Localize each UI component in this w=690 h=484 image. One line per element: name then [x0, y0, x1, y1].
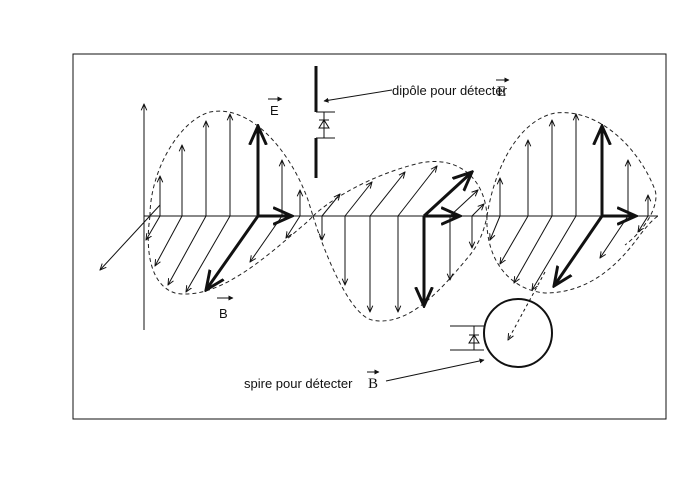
b-envelope-2 [312, 161, 488, 217]
b-vector-bold [422, 172, 472, 218]
b-vector [514, 215, 553, 283]
axes [100, 104, 658, 330]
loop-detector: spire pour détecter B [244, 271, 553, 392]
b-vector [369, 172, 405, 217]
dipole-symbol: E [497, 84, 506, 100]
b-vector [321, 194, 340, 217]
b-vector [286, 215, 301, 238]
loop-symbol: B [368, 376, 378, 392]
b-vector [490, 215, 501, 240]
loop-coil [483, 298, 553, 368]
e-field-vectors [160, 114, 648, 312]
b-vector [600, 215, 629, 258]
dipole-pointer [323, 89, 393, 103]
loop-pointer [385, 358, 485, 382]
e-envelope-1 [149, 110, 314, 217]
dipole-label: dipôle pour détecter [392, 83, 508, 98]
b-vector-bold [206, 215, 260, 290]
b-vector [532, 215, 577, 290]
b-field-vectors [146, 166, 649, 292]
e-field-label: E [268, 96, 283, 118]
b-vector [344, 182, 372, 217]
dipole-detector: dipôle pour détecter E [314, 66, 510, 178]
e-envelope-3 [486, 112, 657, 246]
depth-axis [100, 204, 161, 270]
b-vector [146, 215, 161, 240]
b-vector [155, 215, 183, 266]
e-field-letter: E [270, 103, 279, 118]
b-vector [397, 166, 437, 217]
b-field-label: B [217, 295, 234, 321]
b-vector [168, 215, 207, 285]
figure-frame [72, 53, 667, 420]
e-envelope-2 [312, 215, 488, 322]
b-vector [471, 204, 484, 217]
loop-label: spire pour détecter [244, 376, 353, 391]
b-envelope-3 [486, 215, 659, 294]
b-vector-bold [554, 215, 604, 286]
b-field-letter: B [219, 306, 228, 321]
b-vector [449, 190, 478, 217]
loop-field-line [508, 271, 546, 340]
diode-icon [318, 119, 330, 129]
b-vector [500, 215, 529, 264]
diode-icon [468, 334, 480, 344]
b-vector [186, 215, 231, 292]
b-vector [638, 215, 649, 232]
